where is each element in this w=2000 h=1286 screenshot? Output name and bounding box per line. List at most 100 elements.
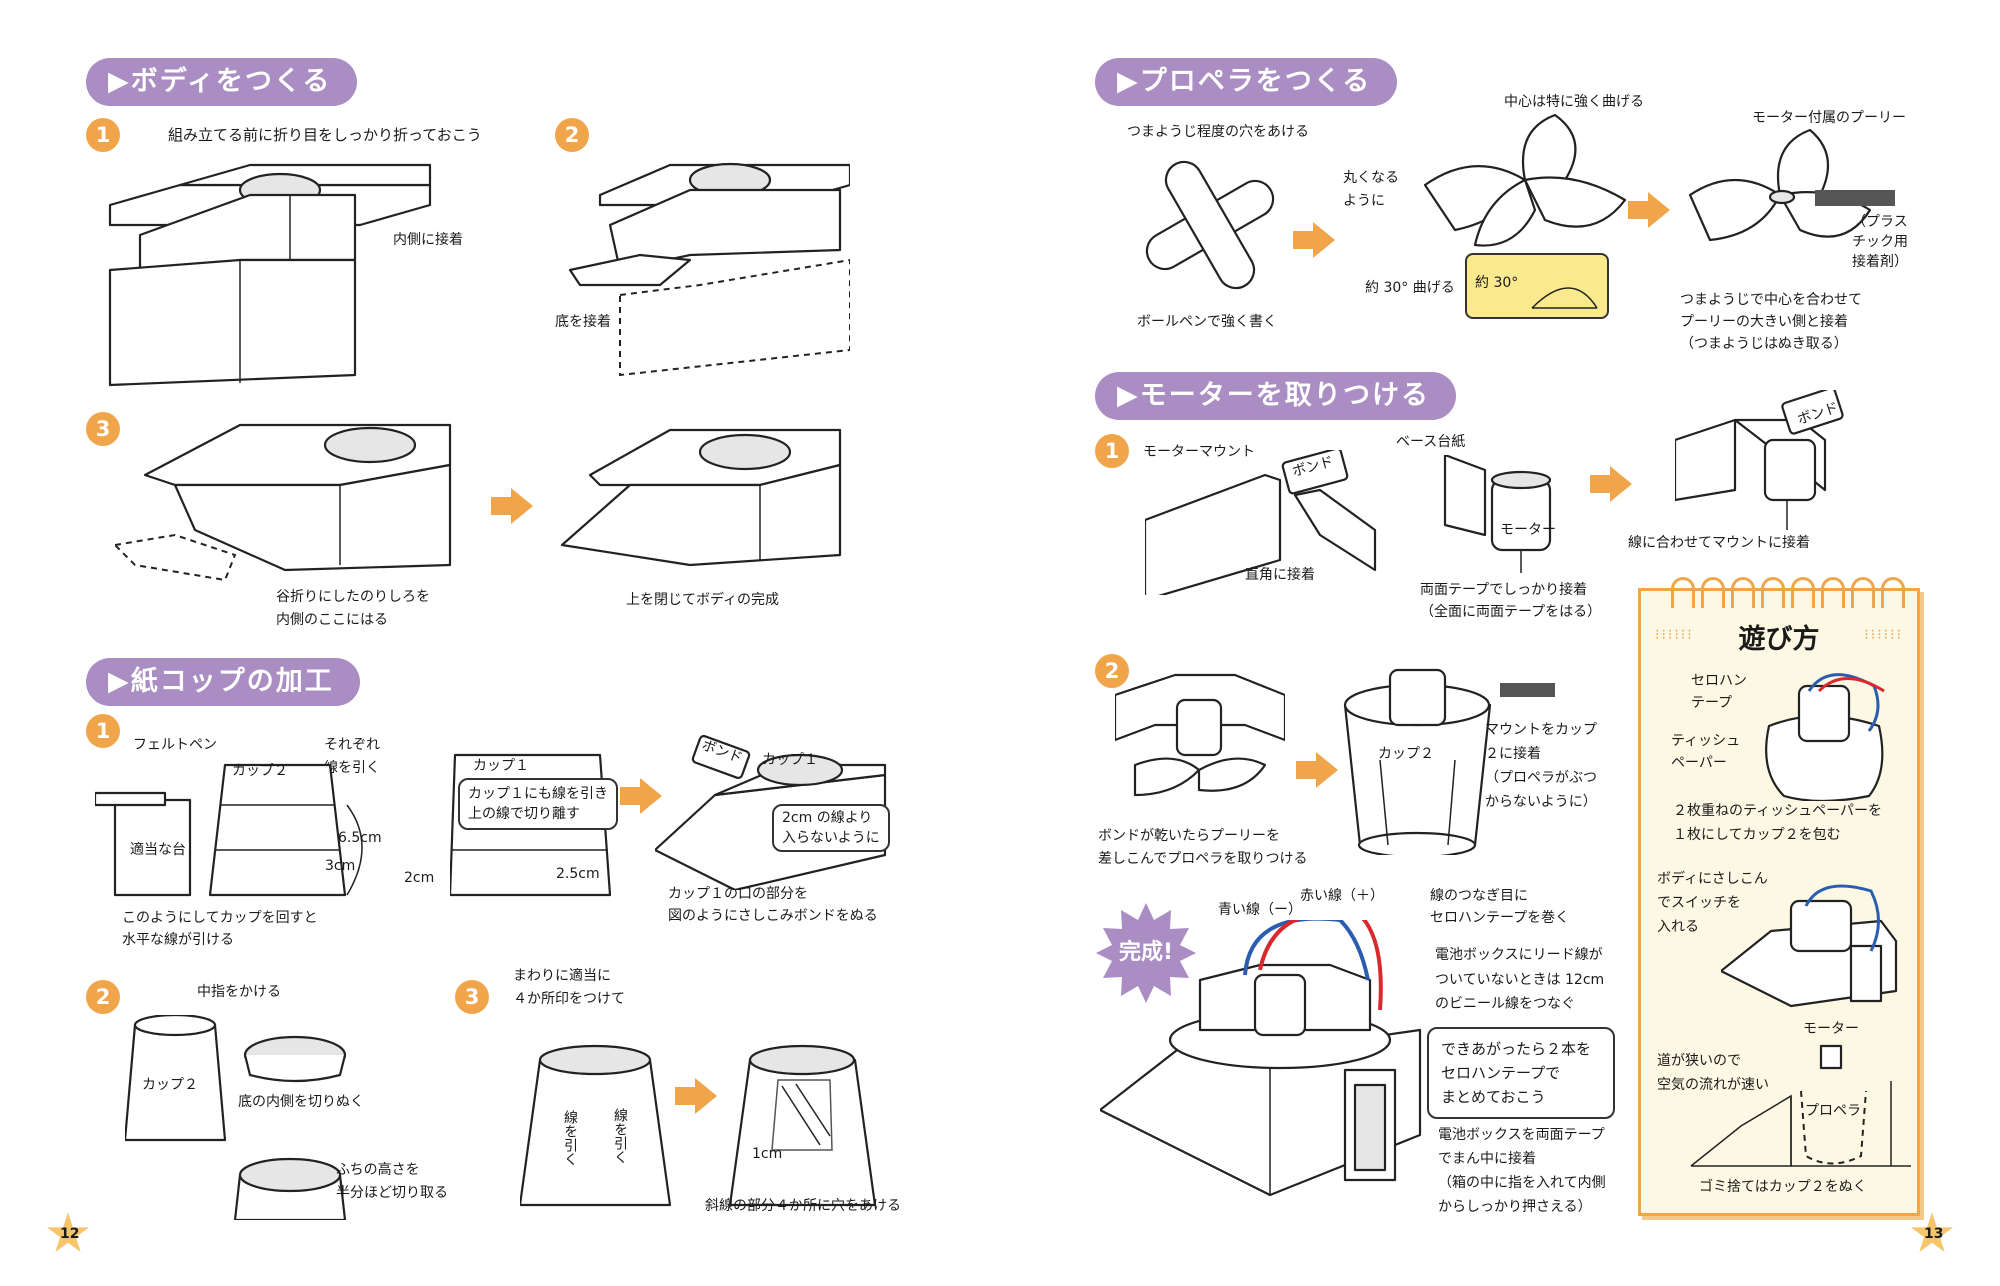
- cup-1-label: カップ１: [473, 758, 529, 774]
- section-title-cup: ▶紙コップの加工: [86, 658, 360, 706]
- section-title-body: ▶ボディをつくる: [86, 58, 358, 106]
- switch-on-illustration: [1721, 884, 1898, 1008]
- propeller-pulley-illustration: [1688, 128, 1895, 242]
- fold-note-1: 谷折りにしたのりしろを: [276, 589, 430, 605]
- step-arrow: [1590, 466, 1632, 502]
- one-cm-label: 1cm: [752, 1146, 783, 1162]
- felt-pen-label: フェルトペン: [133, 737, 217, 753]
- mark-caption-1: まわりに適当に: [513, 968, 611, 984]
- keep-note: 2cm の線より 入らないように: [772, 804, 890, 852]
- red-wire-label: 赤い線（＋）: [1300, 888, 1384, 904]
- width-2-5cm: 2.5cm: [556, 866, 600, 882]
- step-arrow: [491, 488, 533, 524]
- step-arrow: [1296, 752, 1338, 788]
- page-number-right: 13: [1924, 1226, 1944, 1242]
- align-caption-3: （つまようじはぬき取る）: [1680, 336, 1848, 352]
- finished-body-illustration: [560, 428, 842, 567]
- box-caption-1: 電池ボックスを両面テープ: [1438, 1127, 1605, 1143]
- keep-note-line-2: 入らないように: [782, 830, 880, 846]
- right-angle-caption: 直角に接着: [1245, 567, 1315, 583]
- align-caption-1: つまようじで中心を合わせて: [1680, 292, 1862, 308]
- cup-1-note-line-2: 上の線で切り離す: [468, 806, 580, 822]
- section-title-motor: ▶モーターを取りつける: [1095, 372, 1457, 420]
- ring-icon: [1881, 577, 1905, 608]
- trash-caption: ゴミ捨てはカップ２をぬく: [1699, 1179, 1867, 1195]
- bundle-tip-box: できあがったら２本を セロハンテープで まとめておこう: [1427, 1027, 1615, 1119]
- each-line-label-2: 線を引く: [324, 760, 380, 776]
- tissue-label-1: ティッシュ: [1671, 733, 1741, 749]
- center-bend-label: 中心は特に強く曲げる: [1504, 94, 1644, 110]
- tape-caption-2: （全面に両面テープをはる）: [1420, 604, 1602, 620]
- holes-caption: 斜線の部分４か所に穴をあける: [705, 1198, 901, 1214]
- body-complete-caption: 上を閉じてボディの完成: [626, 592, 780, 608]
- glue-type-1: （プラス: [1852, 214, 1908, 230]
- cut-rim-caption-2: 半分ほど切り取る: [336, 1185, 448, 1201]
- glue-type-2: チック用: [1852, 234, 1908, 250]
- rotate-caption-1: このようにしてカップを回すと: [122, 910, 318, 926]
- dry-caption-1: ボンドが乾いたらプーリーを: [1098, 828, 1280, 844]
- wrap-caption-1: ２枚重ねのティッシュペーパーを: [1673, 803, 1883, 819]
- left-page: ▶ボディをつくる 1 組み立てる前に折り目をしっかり折っておこう 内側に接着 2…: [46, 58, 901, 1253]
- bend-angle-label: 約 30° 曲げる: [1365, 280, 1455, 296]
- insert-caption-2: 図のようにさしこみボンドをぬる: [668, 908, 878, 924]
- insert-caption-3: 入れる: [1657, 919, 1699, 935]
- round-label-1: 丸くなる: [1343, 170, 1399, 186]
- align-caption-2: プーリーの大きい側と接着: [1680, 314, 1848, 330]
- ring-icon: [1731, 577, 1755, 608]
- step-number: 2: [555, 118, 589, 152]
- motor-base-illustration: [1443, 455, 1552, 573]
- fold-note-2: 内側のここにはる: [276, 612, 388, 628]
- height-6-5: 6.5cm: [338, 830, 382, 846]
- draw-line-label-2: 線を引く: [612, 1108, 628, 1164]
- dry-caption-2: 差しこんでプロペラを取りつける: [1098, 851, 1308, 867]
- bundle-tip-line-1: できあがったら２本を: [1441, 1040, 1592, 1058]
- body-bottom-illustration: [568, 162, 850, 377]
- cup-2-bottom-label: カップ２: [142, 1077, 198, 1093]
- bundle-tip-line-2: セロハンテープで: [1441, 1064, 1561, 1082]
- attach-caption-1: マウントをカップ: [1485, 722, 1597, 738]
- step-number: 1: [86, 714, 120, 748]
- cup-2-label: カップ２: [232, 763, 288, 779]
- step-arrow: [675, 1078, 717, 1114]
- cup-insert-illustration: [655, 735, 887, 890]
- joint-caption-1: 線のつなぎ目に: [1430, 888, 1528, 904]
- tape-caption-1: 両面テープでしっかり接着: [1420, 582, 1588, 598]
- dots-decoration: ⁝⁝⁝⁝⁝⁝: [1864, 627, 1903, 643]
- insert-caption-1: カップ１の口の部分を: [668, 886, 808, 902]
- complete-assembly-illustration: [1100, 920, 1422, 1197]
- attach-caption-2: ２に接着: [1485, 746, 1541, 762]
- insert-caption-1: ボディにさしこん: [1657, 871, 1768, 887]
- pulley-label: モーター付属のプーリー: [1752, 110, 1906, 126]
- step-number: 2: [86, 980, 120, 1014]
- airflow-diagram: [1690, 1044, 1911, 1167]
- ring-icon: [1791, 577, 1815, 608]
- keep-note-line-1: 2cm の線より: [782, 810, 873, 826]
- insert-caption-2: でスイッチを: [1657, 895, 1741, 911]
- step-arrow: [1628, 192, 1670, 228]
- cup-attach-illustration: [1343, 668, 1492, 855]
- cup-1-note-line-1: カップ１にも線を引き: [468, 786, 608, 802]
- glue-inside-note: 内側に接着: [393, 232, 463, 248]
- angle-detail-label: 約 30°: [1475, 275, 1519, 291]
- mount-attach-illustration: [1675, 390, 1844, 530]
- bundle-tip-line-3: まとめておこう: [1441, 1088, 1546, 1106]
- ring-icon: [1821, 577, 1845, 608]
- glue-bottom-note: 底を接着: [555, 314, 611, 330]
- body-fold-illustration: [108, 163, 432, 387]
- ring-icon: [1761, 577, 1785, 608]
- propeller-label-play: プロペラ: [1805, 1103, 1861, 1119]
- box-caption-4: からしっかり押さえる）: [1438, 1199, 1592, 1215]
- glue-type-3: 接着剤）: [1852, 254, 1908, 270]
- joint-caption-2: セロハンテープを巻く: [1430, 910, 1570, 926]
- cello-label-2: テープ: [1691, 695, 1733, 711]
- step-number: 1: [86, 118, 120, 152]
- wrap-caption-2: １枚にしてカップ２を包む: [1673, 827, 1841, 843]
- attach-caption-3: （プロペラがぶつ: [1485, 770, 1597, 786]
- align-mount-caption: 線に合わせてマウントに接着: [1628, 535, 1810, 551]
- step-number: 1: [1095, 434, 1129, 468]
- hole-caption: つまようじ程度の穴をあける: [1127, 124, 1309, 140]
- battery-caption-1: 電池ボックスにリード線が: [1435, 947, 1603, 963]
- motor-label: モーター: [1500, 522, 1556, 538]
- draw-line-label-1: 線を引く: [562, 1110, 578, 1166]
- rotate-caption-2: 水平な線が引ける: [122, 932, 234, 948]
